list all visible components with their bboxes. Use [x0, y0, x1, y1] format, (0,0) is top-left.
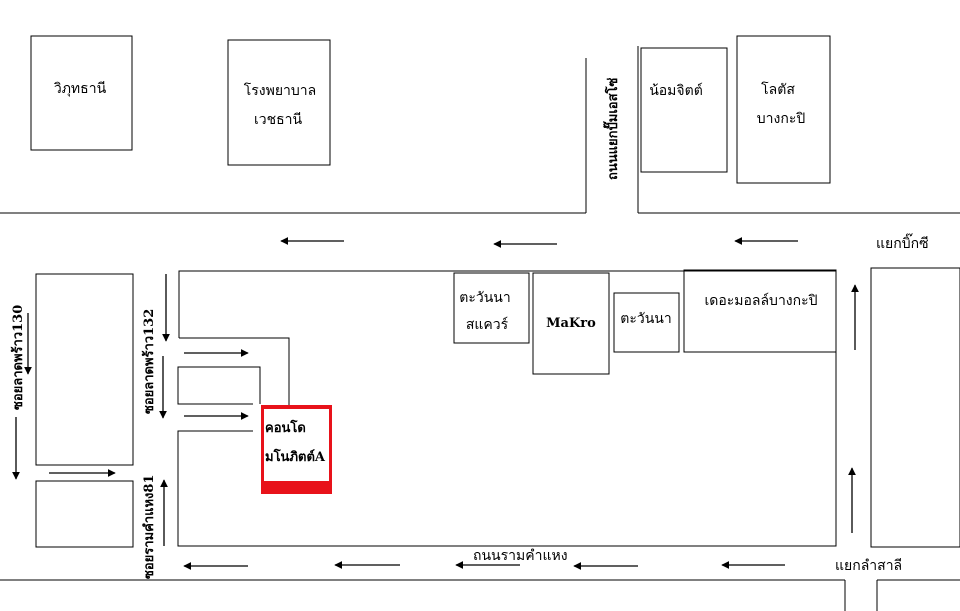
label-tawanna-square-1: ตะวันนา: [459, 290, 510, 306]
label-soi-81: ซอยรามคำแหง81: [141, 475, 157, 579]
building-right: [870, 267, 960, 548]
lane-soi-lower: [177, 366, 261, 405]
label-tawanna-square-2: สแควร์: [466, 316, 509, 333]
building-left-upper: [35, 273, 134, 466]
building-nomjit: [640, 47, 728, 173]
label-makro: MaKro: [546, 316, 596, 331]
block-outline: [177, 270, 837, 547]
label-the-mall: เดอะมอลล์บางกะปิ: [704, 292, 817, 309]
condo-label-box: [264, 409, 329, 481]
label-tawanna: ตะวันนา: [620, 311, 671, 327]
label-junction-lamsali: แยกลำสาลี: [835, 558, 902, 574]
building-lotus-bangkapi: [736, 35, 831, 184]
label-lotus-line1: โลตัส: [761, 81, 795, 98]
label-condo-1: คอนโด: [265, 419, 306, 436]
label-nomjit: น้อมจิตต์: [649, 82, 703, 99]
label-ramkhamhaeng-road: ถนนรามคำแหง: [473, 548, 568, 564]
building-makro: [532, 272, 610, 375]
label-vibhutani: วิภุทธานี: [54, 81, 107, 97]
building-the-mall-bangkapi: [683, 269, 837, 353]
label-hospital-line2: เวชธานี: [254, 112, 303, 128]
building-tawanna: [613, 292, 680, 353]
building-vibhutani: [30, 35, 133, 151]
label-lotus-line2: บางกะปิ: [757, 111, 806, 127]
building-tawanna-square: [453, 272, 530, 344]
label-side-road: ถนนแยกปั๊มเอสโซ่: [603, 77, 621, 180]
label-junction-bigc: แยกบิ๊กซี: [876, 233, 929, 252]
building-left-lower: [35, 480, 134, 548]
label-soi-130: ซอยลาดพร้าว130: [10, 305, 26, 410]
label-condo-2: มโนภิตต์A: [265, 448, 326, 465]
lane-soi-upper: [179, 337, 290, 405]
building-vejthani-hospital: [227, 39, 331, 166]
label-hospital-line1: โรงพยาบาล: [244, 82, 317, 99]
label-soi-132: ซอยลาดพร้าว132: [141, 309, 157, 414]
